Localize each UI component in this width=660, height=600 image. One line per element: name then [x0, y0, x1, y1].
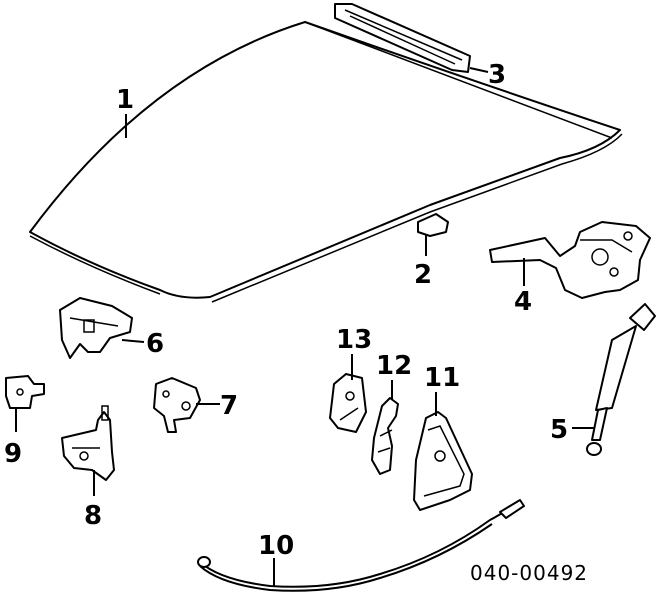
callout-11: 11	[424, 363, 460, 393]
reference-number: 040-00492	[470, 561, 588, 585]
latch-striker	[5, 375, 45, 409]
callout-6: 6	[146, 329, 164, 359]
callout-4: 4	[514, 287, 532, 317]
callout-1: 1	[116, 85, 134, 115]
callout-3: 3	[488, 60, 506, 90]
gas-strut	[586, 303, 656, 456]
release-lever	[371, 397, 399, 475]
hood-hinge	[489, 221, 651, 299]
hood-seal-strip	[334, 3, 471, 73]
leader-lines	[15, 67, 594, 586]
release-handle-bracket	[329, 373, 367, 433]
hood-panel	[29, 21, 623, 303]
callout-7: 7	[220, 391, 238, 421]
callout-9: 9	[4, 439, 22, 469]
callout-13: 13	[336, 325, 372, 355]
hood-bumper	[417, 213, 449, 237]
callout-2: 2	[414, 260, 432, 290]
release-handle	[413, 411, 473, 511]
release-cable	[197, 499, 525, 592]
callout-10: 10	[258, 531, 294, 561]
callout-5: 5	[550, 415, 568, 445]
lock-bracket	[59, 297, 133, 359]
callout-12: 12	[376, 351, 412, 381]
hood-latch	[61, 405, 115, 481]
callout-8: 8	[84, 501, 102, 531]
lock-catch	[153, 377, 201, 433]
